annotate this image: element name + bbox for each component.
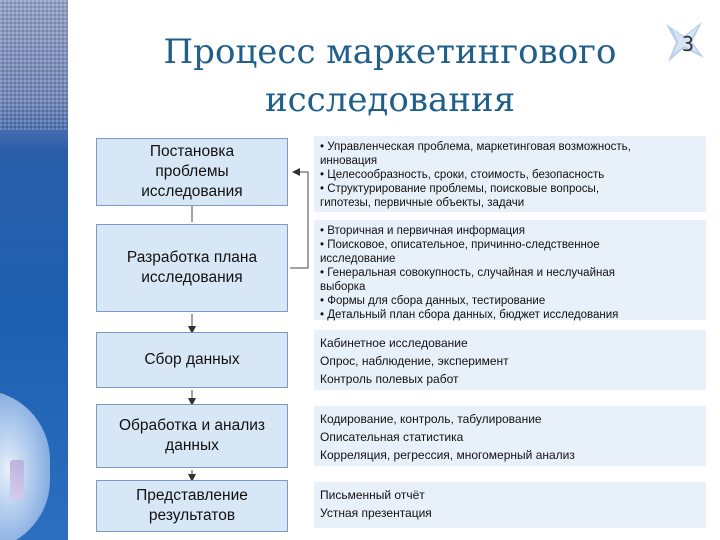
page-number-badge: 3 — [662, 18, 706, 64]
step-data-collection: Сбор данных — [96, 332, 288, 388]
detail-line: Контроль полевых работ — [320, 370, 700, 388]
detail-line: инновация — [320, 154, 700, 168]
detail-line: Опрос, наблюдение, эксперимент — [320, 352, 700, 370]
detail-line: • Детальный план сбора данных, бюджет ис… — [320, 308, 700, 322]
step-label: Представление результатов — [136, 486, 248, 526]
detail-line: исследование — [320, 252, 700, 266]
detail-line: Кодирование, контроль, табулирование — [320, 410, 700, 428]
sidebar-texture — [0, 0, 68, 130]
detail-data-collection: Кабинетное исследование Опрос, наблюдени… — [314, 330, 706, 390]
detail-line: • Формы для сбора данных, тестирование — [320, 294, 700, 308]
decorative-sidebar — [0, 0, 68, 540]
detail-line: • Целесообразность, сроки, стоимость, бе… — [320, 168, 700, 182]
detail-line: Корреляция, регрессия, многомерный анали… — [320, 446, 700, 464]
detail-data-analysis: Кодирование, контроль, табулирование Опи… — [314, 406, 706, 466]
detail-line: • Генеральная совокупность, случайная и … — [320, 266, 700, 280]
detail-line: • Поисковое, описательное, причинно-след… — [320, 238, 700, 252]
step-problem-definition: Постановка проблемы исследования — [96, 138, 288, 206]
feedback-loop-arrow — [290, 172, 308, 268]
detail-line: • Вторичная и первичная информация — [320, 224, 700, 238]
detail-line: • Структурирование проблемы, поисковые в… — [320, 182, 700, 196]
page-number: 3 — [682, 32, 694, 56]
detail-line: Письменный отчёт — [320, 486, 700, 504]
detail-line: • Управленческая проблема, маркетинговая… — [320, 140, 700, 154]
step-results-presentation: Представление результатов — [96, 480, 288, 532]
detail-line: гипотезы, первичные объекты, задачи — [320, 196, 700, 210]
detail-problem-definition: • Управленческая проблема, маркетинговая… — [314, 136, 706, 212]
step-label: Постановка проблемы исследования — [141, 142, 242, 202]
detail-line: Кабинетное исследование — [320, 334, 700, 352]
detail-results-presentation: Письменный отчёт Устная презентация — [314, 482, 706, 528]
step-label: Сбор данных — [144, 350, 239, 370]
detail-line: Устная презентация — [320, 504, 700, 522]
step-data-analysis: Обработка и анализ данных — [96, 404, 288, 468]
slide-title: Процесс маркетингового исследования — [100, 28, 680, 124]
step-label: Обработка и анализ данных — [119, 416, 265, 456]
sidebar-accent-mark — [10, 460, 24, 500]
step-label: Разработка плана исследования — [127, 248, 257, 288]
detail-line: выборка — [320, 280, 700, 294]
step-research-plan: Разработка плана исследования — [96, 224, 288, 312]
detail-line: Описательная статистика — [320, 428, 700, 446]
slide-title-line-2: исследования — [100, 76, 680, 124]
slide-title-line-1: Процесс маркетингового — [100, 28, 680, 76]
sidebar-globe-graphic — [0, 390, 50, 540]
detail-research-plan: • Вторичная и первичная информация • Пои… — [314, 220, 706, 320]
